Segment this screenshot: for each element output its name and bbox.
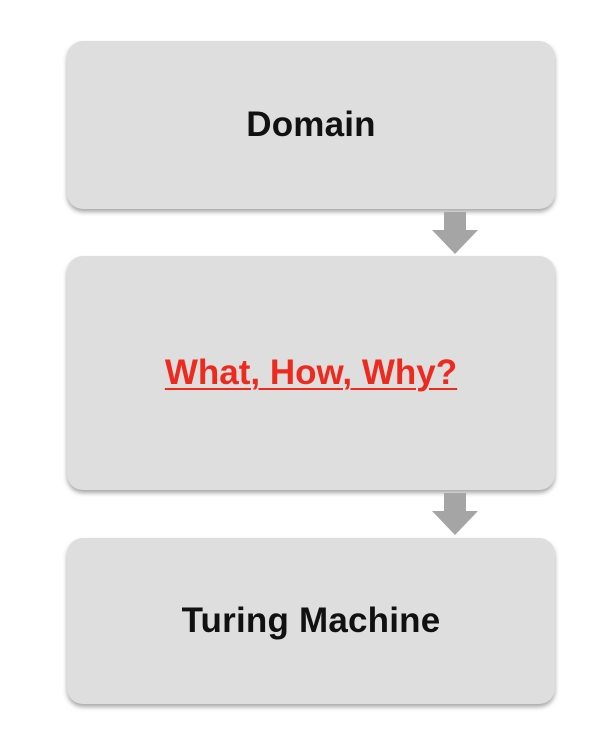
turing-machine-label: Turing Machine (181, 601, 441, 640)
turing-machine-box: Turing Machine (67, 538, 555, 704)
domain-label: Domain (246, 105, 376, 144)
question-box: What, How, Why? (67, 256, 555, 490)
what-how-why-link[interactable]: What, How, Why? (164, 353, 458, 392)
down-arrow-icon (432, 212, 478, 254)
down-arrow-icon (432, 493, 478, 535)
domain-box: Domain (67, 41, 555, 209)
